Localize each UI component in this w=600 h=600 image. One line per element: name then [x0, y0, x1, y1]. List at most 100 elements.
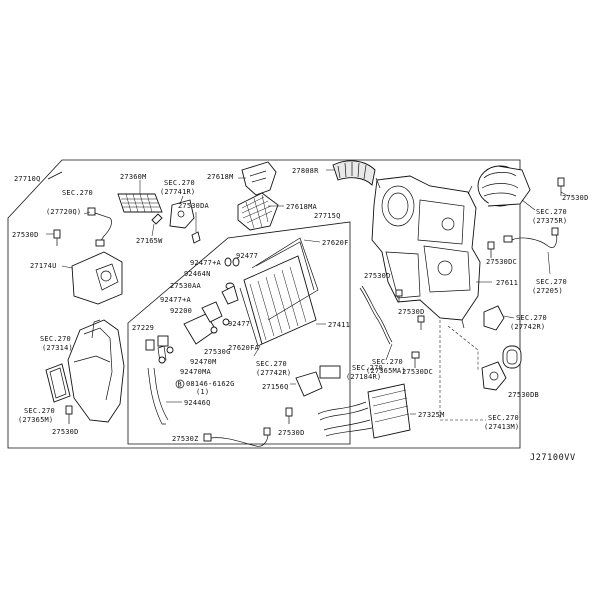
label-08146-qty: (1) — [196, 388, 209, 396]
diagram-code: J27100VV — [530, 453, 576, 463]
label-27710q: 27710Q — [14, 175, 41, 183]
label-92477-b: 92477 — [228, 320, 250, 328]
label-92446q: 92446Q — [184, 399, 211, 407]
label-sec270-c: SEC.270 — [40, 335, 71, 343]
seal-27808r-part — [326, 160, 376, 186]
label-27375r: (27375R) — [532, 217, 567, 225]
screw-left-part — [46, 229, 61, 246]
label-27620f: 27620F — [322, 239, 349, 247]
label-92477-a: 92477 — [236, 252, 258, 260]
label-27720q: (27720Q) — [46, 208, 81, 216]
label-27156q: 27156Q — [262, 383, 289, 391]
label-27530z: 27530Z — [172, 435, 199, 443]
cover-27174u-part — [61, 251, 123, 305]
assembly-frame — [7, 159, 521, 449]
screw-27530dc-lower-part — [411, 351, 420, 368]
label-27742r-a: (27742R) — [256, 369, 291, 377]
clip-27165w-part — [151, 213, 163, 237]
label-27620fa: 27620FA — [228, 344, 259, 352]
dashed-leader-b — [447, 325, 479, 370]
blower-motor-part — [477, 165, 536, 211]
label-27808r: 27808R — [292, 167, 319, 175]
filter-27360m-part — [117, 180, 163, 213]
label-27365ma: (27365MA) — [366, 367, 406, 375]
label-08146-6162g: 08146-6162G — [186, 380, 235, 388]
label-27741r: (27741R) — [160, 188, 195, 196]
label-92477a-b: 92477+A — [160, 296, 191, 304]
screw-lower-left-part — [65, 405, 73, 424]
grille-27618ma-part — [237, 192, 284, 231]
label-sec270-b: SEC.270 — [164, 179, 195, 187]
label-27165w: 27165W — [136, 237, 163, 245]
frame-leader — [47, 171, 63, 180]
label-27413m: (27413M) — [484, 423, 519, 431]
label-sec270-g: SEC.270 — [372, 358, 403, 366]
label-27229: 27229 — [132, 324, 154, 332]
label-27618m: 27618M — [207, 173, 234, 181]
label-27530d-a: 27530D — [12, 231, 39, 239]
drain-pipe-27530z-part — [203, 427, 271, 447]
label-sec270-a: SEC.270 — [62, 189, 93, 197]
label-27530d-d: 27530D — [364, 272, 391, 280]
label-92470m: 92470M — [190, 358, 217, 366]
label-27530g: 27530G — [204, 348, 231, 356]
label-27325m: 27325M — [418, 411, 445, 419]
label-sec270-e: SEC.270 — [256, 360, 287, 368]
label-27530dc-b: 27530DC — [486, 258, 517, 266]
label-27174u: 27174U — [30, 262, 57, 270]
label-27530dc-a: 27530DC — [402, 368, 433, 376]
label-92470ma: 92470MA — [180, 368, 211, 376]
evaporator-27411-part — [243, 255, 326, 345]
label-sec270-i: SEC.270 — [536, 278, 567, 286]
label-27530aa: 27530AA — [170, 282, 201, 290]
label-27365m: (27365M) — [18, 416, 53, 424]
label-sec270-d: SEC.270 — [24, 407, 55, 415]
bolt-callout-letter: B — [178, 381, 182, 389]
hvac-case-part — [371, 175, 492, 329]
label-27530d-f: 27530D — [562, 194, 589, 202]
actuator-27413m-part — [481, 345, 522, 391]
case-screws-part — [395, 241, 495, 330]
actuator-27742r-lower-part — [290, 365, 341, 397]
dashed-leader-a — [439, 320, 486, 421]
duct-27314-part — [67, 319, 125, 423]
harness-27205-part — [503, 227, 559, 275]
label-27205: (27205) — [532, 287, 563, 295]
label-27715q: 27715Q — [314, 212, 341, 220]
label-92477a-a: 92477+A — [190, 259, 221, 267]
label-27618ma: 27618MA — [286, 203, 317, 211]
label-27314: (27314) — [42, 344, 73, 352]
screw-inner-part — [285, 407, 293, 424]
label-27184r: (27184R) — [346, 373, 381, 381]
heater-core-27325m-part — [317, 383, 416, 439]
label-sec270-f: SEC.270 — [352, 364, 383, 372]
gasket-27620fa-part — [239, 287, 263, 357]
label-27530d-b: 27530D — [52, 428, 79, 436]
label-92200: 92200 — [170, 307, 192, 315]
label-sec270-k: SEC.270 — [488, 414, 519, 422]
frame-27620f-part — [251, 237, 321, 321]
expansion-valve-part — [183, 257, 240, 345]
actuator-27741r-part — [169, 195, 201, 244]
pipe-92446q-part — [147, 345, 182, 425]
screw-top-right-part — [557, 177, 569, 197]
label-27611: 27611 — [496, 279, 518, 287]
evaporator-inner-frame — [127, 221, 351, 445]
label-27530da: 27530DA — [178, 202, 209, 210]
label-27530d-e: 27530D — [398, 308, 425, 316]
label-27530d-c: 27530D — [278, 429, 305, 437]
label-sec270-j: SEC.270 — [516, 314, 547, 322]
hose-clamps-part — [145, 335, 174, 364]
label-27530db: 27530DB — [508, 391, 539, 399]
bolt-callout-08146: B 08146-6162G (1) — [175, 379, 235, 396]
label-27360m: 27360M — [120, 173, 147, 181]
foot-duct-27365m-part — [45, 363, 71, 403]
label-sec270-h: SEC.270 — [536, 208, 567, 216]
actuator-27742r-right-part — [483, 305, 515, 331]
duct-27618m-part — [238, 161, 277, 196]
connector-27720q-part — [83, 207, 112, 247]
wire-27365ma-part — [359, 285, 393, 361]
label-27742r-b: (27742R) — [510, 323, 545, 331]
label-27411: 27411 — [328, 321, 350, 329]
